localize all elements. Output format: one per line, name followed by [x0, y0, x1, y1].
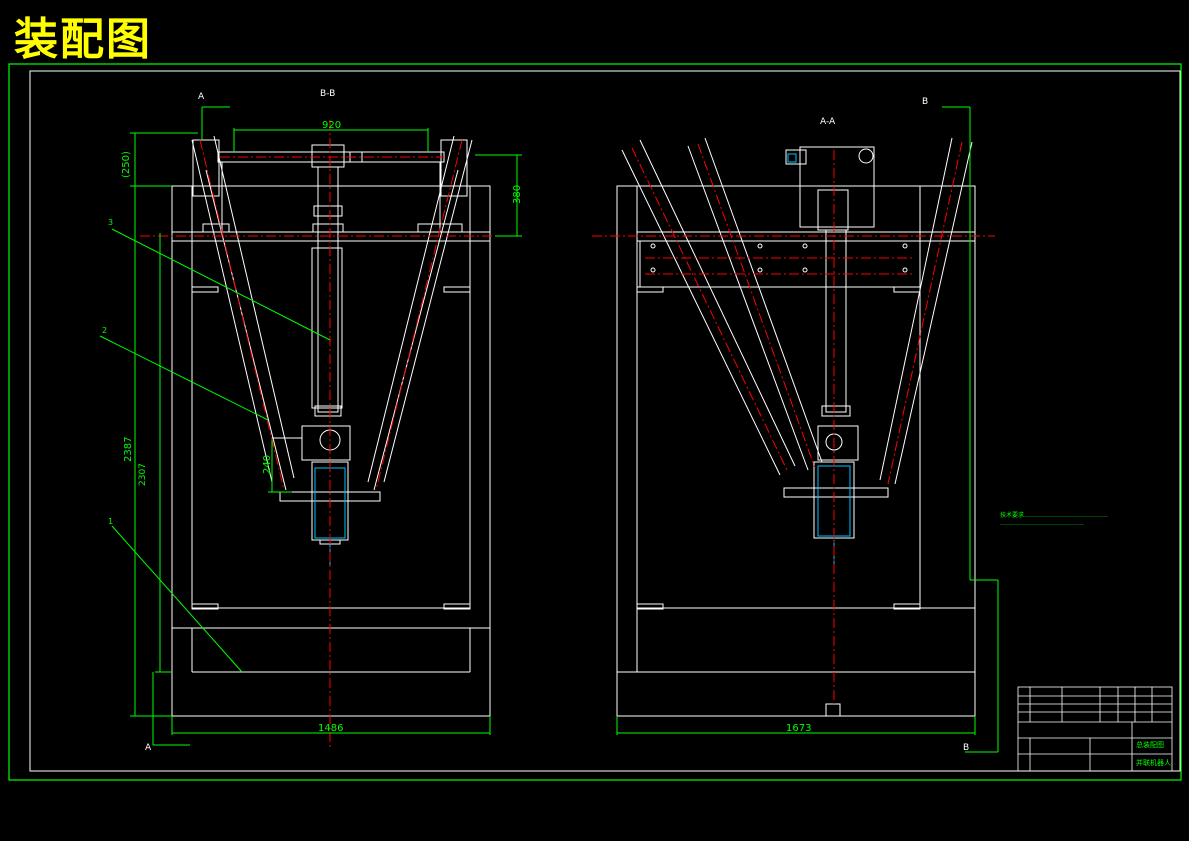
outer-frame — [8, 63, 1182, 781]
technical-notes: 技术要求…………………………………… …………………………………… — [1000, 511, 1108, 527]
left-section-label: B-B — [320, 89, 335, 99]
dim-base-width-right: 1673 — [786, 723, 811, 734]
left-view — [171, 135, 491, 717]
dim-effector-height: 240 — [262, 455, 273, 474]
drawing-title: 装配图 — [14, 14, 152, 65]
title-block — [1017, 686, 1173, 772]
dim-inner-height: 2307 — [138, 463, 148, 486]
right-view — [616, 137, 976, 717]
left-centerlines — [140, 120, 510, 750]
dim-bracket-height: (250) — [121, 151, 132, 178]
right-cut-marker-top: B — [922, 97, 928, 107]
tech-note-line-2: …………………………………… — [1000, 520, 1084, 527]
right-hidden-lines — [787, 153, 851, 566]
left-frame-outer — [171, 185, 491, 717]
title-block-project-name: 并联机器人 — [1136, 758, 1171, 767]
central-shaft — [317, 166, 339, 413]
right-section-label: A-A — [820, 117, 836, 127]
left-dimension-text: 920 (250) 2387 2307 380 240 1486 3 2 1 — [102, 120, 523, 734]
right-frame-outer — [616, 185, 976, 717]
right-cut-marker-bottom: B — [963, 743, 969, 753]
dim-total-height: 2387 — [123, 437, 134, 462]
left-dimensions — [99, 106, 522, 746]
dim-base-width-left: 1486 — [318, 723, 343, 734]
left-cut-marker-bottom: A — [145, 743, 152, 753]
right-dimensions — [616, 106, 999, 753]
tech-note-line-1: 技术要求…………………………………… — [1000, 511, 1108, 519]
dim-right-height: 380 — [512, 185, 523, 204]
right-central-shaft — [825, 229, 847, 413]
left-cut-marker-top: A — [198, 92, 205, 102]
callout-1: 1 — [108, 517, 113, 526]
dim-top-width: 920 — [322, 120, 341, 131]
title-block-drawing-name: 总装配图 — [1136, 740, 1164, 749]
callout-2: 2 — [102, 326, 107, 335]
callout-3: 3 — [108, 218, 113, 227]
right-centerlines — [592, 141, 995, 704]
inner-frame — [29, 70, 1181, 772]
